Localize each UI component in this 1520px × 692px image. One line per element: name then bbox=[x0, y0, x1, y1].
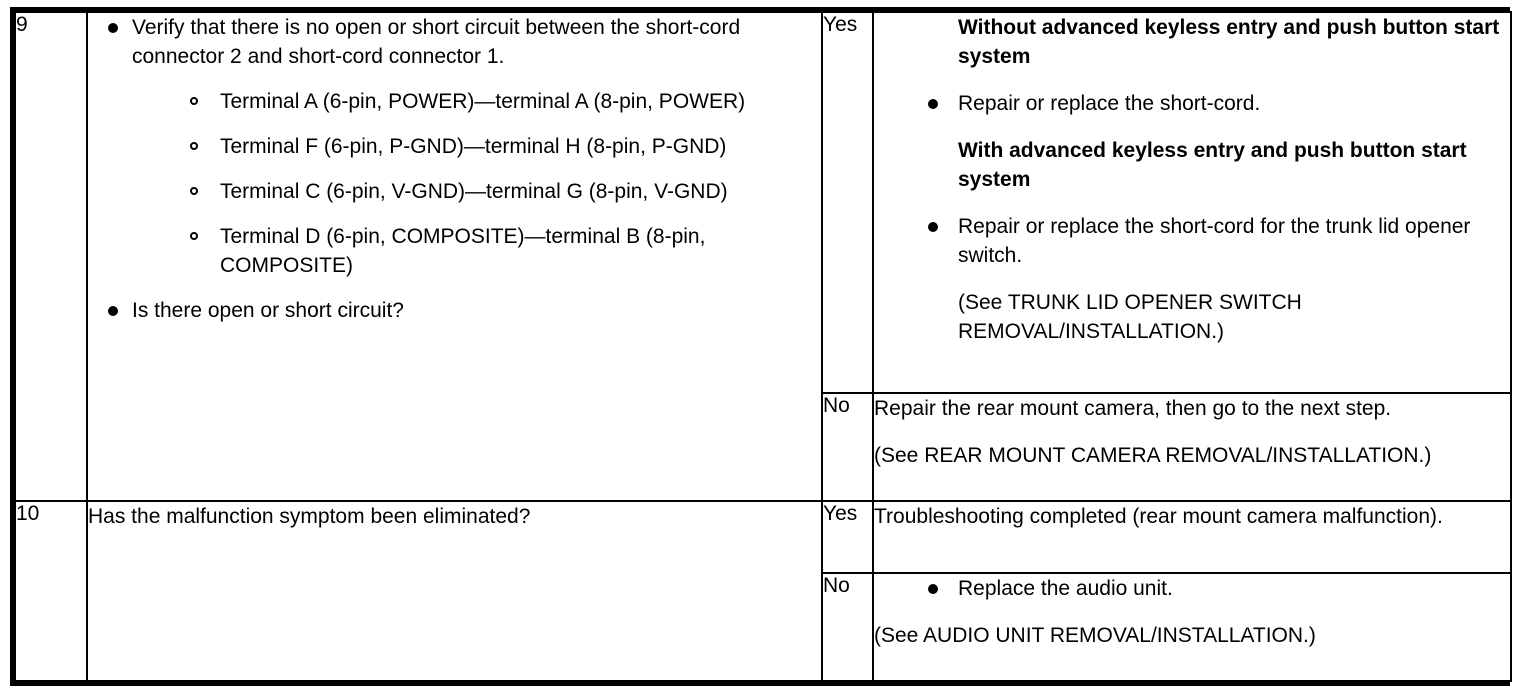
bullet-text: Verify that there is no open or short ci… bbox=[132, 16, 741, 68]
judgement-cell-no-10: No bbox=[821, 572, 874, 682]
action-cell-yes-9: Without advanced keyless entry and push … bbox=[872, 11, 1512, 394]
disc-bullet-icon bbox=[108, 306, 118, 316]
sub-bullet-text: Terminal D (6-pin, COMPOSITE)—terminal B… bbox=[220, 225, 706, 277]
circle-bullet-icon bbox=[190, 142, 198, 150]
sub-bullet-text: Terminal A (6-pin, POWER)—terminal A (8-… bbox=[220, 90, 746, 113]
troubleshooting-table: 9 Verify that there is no open or short … bbox=[10, 7, 1512, 686]
judgement-label: No bbox=[823, 394, 850, 417]
action-reference-note: (See TRUNK LID OPENER SWITCH REMOVAL/INS… bbox=[958, 291, 1302, 343]
step-number: 10 bbox=[16, 502, 40, 525]
action-bullet-text: Repair or replace the short-cord. bbox=[958, 92, 1261, 115]
disc-bullet-icon bbox=[928, 99, 938, 109]
inspection-cell-9: Verify that there is no open or short ci… bbox=[86, 11, 823, 502]
action-bullet-text: Repair or replace the short-cord for the… bbox=[958, 215, 1471, 267]
inspection-bullet-list: Verify that there is no open or short ci… bbox=[88, 13, 821, 325]
circle-bullet-icon bbox=[190, 187, 198, 195]
sub-bullet-text: Terminal F (6-pin, P-GND)—terminal H (8-… bbox=[220, 135, 727, 158]
action-heading: Without advanced keyless entry and push … bbox=[958, 16, 1500, 68]
sub-bullet-text: Terminal C (6-pin, V-GND)—terminal G (8-… bbox=[220, 180, 728, 203]
action-cell-no-10: Replace the audio unit. (See AUDIO UNIT … bbox=[872, 572, 1512, 682]
circle-bullet-icon bbox=[190, 232, 198, 240]
disc-bullet-icon bbox=[108, 23, 118, 33]
list-item: Terminal D (6-pin, COMPOSITE)—terminal B… bbox=[180, 222, 821, 280]
action-bullet-text: Replace the audio unit. bbox=[958, 577, 1173, 600]
list-item: Is there open or short circuit? bbox=[88, 296, 821, 325]
table-row: 9 Verify that there is no open or short … bbox=[14, 11, 1512, 502]
judgement-cell-no-9: No bbox=[821, 392, 874, 502]
action-bullet: Repair or replace the short-cord. bbox=[928, 89, 1510, 118]
disc-bullet-icon bbox=[928, 222, 938, 232]
action-text: Troubleshooting completed (rear mount ca… bbox=[874, 505, 1443, 528]
bullet-text: Is there open or short circuit? bbox=[132, 299, 404, 322]
step-number-cell-10: 10 bbox=[14, 500, 88, 682]
table-row: No Repair the rear mount camera, then go… bbox=[15, 392, 1512, 502]
action-heading: With advanced keyless entry and push but… bbox=[958, 139, 1467, 191]
disc-bullet-icon bbox=[928, 584, 938, 594]
action-cell-yes-10: Troubleshooting completed (rear mount ca… bbox=[872, 500, 1512, 574]
list-item: Terminal A (6-pin, POWER)—terminal A (8-… bbox=[180, 87, 821, 116]
action-text: Repair the rear mount camera, then go to… bbox=[874, 397, 1392, 420]
judgement-cell-yes-10: Yes bbox=[821, 500, 874, 574]
step-number-cell-9: 9 bbox=[14, 11, 88, 502]
terminal-sub-list: Terminal A (6-pin, POWER)—terminal A (8-… bbox=[180, 87, 821, 280]
circle-bullet-icon bbox=[190, 97, 198, 105]
action-bullet: Repair or replace the short-cord for the… bbox=[928, 212, 1510, 270]
action-cell-no-9: Repair the rear mount camera, then go to… bbox=[872, 392, 1512, 502]
judgement-label: Yes bbox=[823, 13, 858, 36]
action-block: Without advanced keyless entry and push … bbox=[874, 13, 1510, 346]
judgement-cell-yes-9: Yes bbox=[821, 11, 874, 394]
action-reference-note: (See REAR MOUNT CAMERA REMOVAL/INSTALLAT… bbox=[874, 444, 1432, 467]
table-row: 10 Has the malfunction symptom been elim… bbox=[14, 500, 1512, 682]
list-item: Terminal F (6-pin, P-GND)—terminal H (8-… bbox=[180, 132, 821, 161]
judgement-label: No bbox=[823, 574, 850, 597]
table-row: No Replace the audio unit. (See AUDIO UN… bbox=[15, 572, 1512, 682]
sub-bullet-wrap: Terminal A (6-pin, POWER)—terminal A (8-… bbox=[132, 87, 821, 280]
step-number: 9 bbox=[16, 13, 28, 36]
inspection-cell-10: Has the malfunction symptom been elimina… bbox=[86, 500, 823, 682]
action-block: Replace the audio unit. bbox=[874, 574, 1510, 603]
judgement-label: Yes bbox=[823, 502, 858, 525]
inspection-text: Has the malfunction symptom been elimina… bbox=[88, 505, 531, 528]
action-bullet: Replace the audio unit. bbox=[928, 574, 1510, 603]
list-item: Terminal C (6-pin, V-GND)—terminal G (8-… bbox=[180, 177, 821, 206]
list-item: Verify that there is no open or short ci… bbox=[88, 13, 821, 280]
action-reference-note: (See AUDIO UNIT REMOVAL/INSTALLATION.) bbox=[874, 624, 1316, 647]
